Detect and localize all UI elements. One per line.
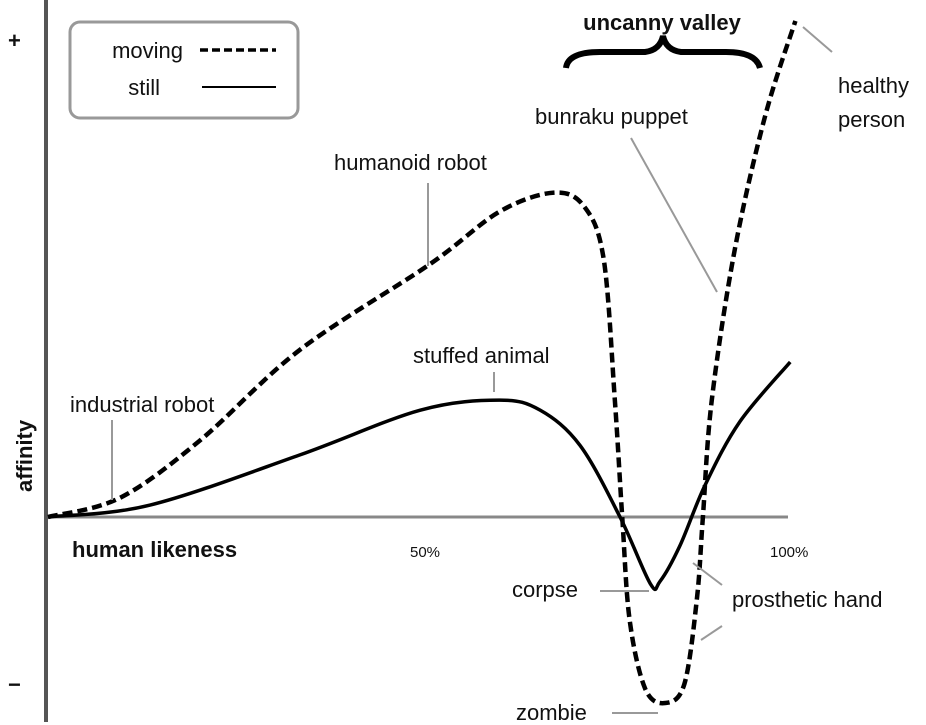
leader-bunraku-puppet [630, 137, 718, 293]
annotation-zombie: zombie [516, 700, 587, 725]
annotation-industrial-robot: industrial robot [70, 392, 214, 417]
annotation-humanoid-robot: humanoid robot [334, 150, 487, 175]
legend: moving still [68, 20, 300, 120]
leader-prosthetic-hand-moving [700, 625, 723, 641]
x-axis-label: human likeness [72, 537, 237, 562]
annotation-bunraku-puppet: bunraku puppet [535, 104, 688, 129]
uncanny-valley-brace [563, 35, 763, 70]
legend-box [68, 20, 300, 120]
annotation-healthy: healthy [838, 73, 909, 98]
leader-prosthetic-hand-still [692, 562, 723, 586]
x-tick-100: 100% [770, 544, 808, 561]
legend-label-still: still [128, 75, 160, 100]
x-tick-50: 50% [410, 544, 440, 561]
y-tick-plus: + [8, 28, 21, 53]
y-axis-label: affinity [12, 419, 37, 492]
y-tick-minus: − [8, 672, 21, 697]
series-line-moving [47, 20, 798, 706]
annotation-uncanny-valley: uncanny valley [583, 10, 742, 35]
annotation-corpse: corpse [512, 577, 578, 602]
leader-healthy-person [802, 26, 833, 53]
series-line-still [47, 360, 792, 592]
legend-label-moving: moving [112, 38, 183, 63]
annotation-stuffed-animal: stuffed animal [413, 343, 550, 368]
annotation-person: person [838, 107, 905, 132]
annotation-prosthetic-hand: prosthetic hand [732, 587, 882, 612]
